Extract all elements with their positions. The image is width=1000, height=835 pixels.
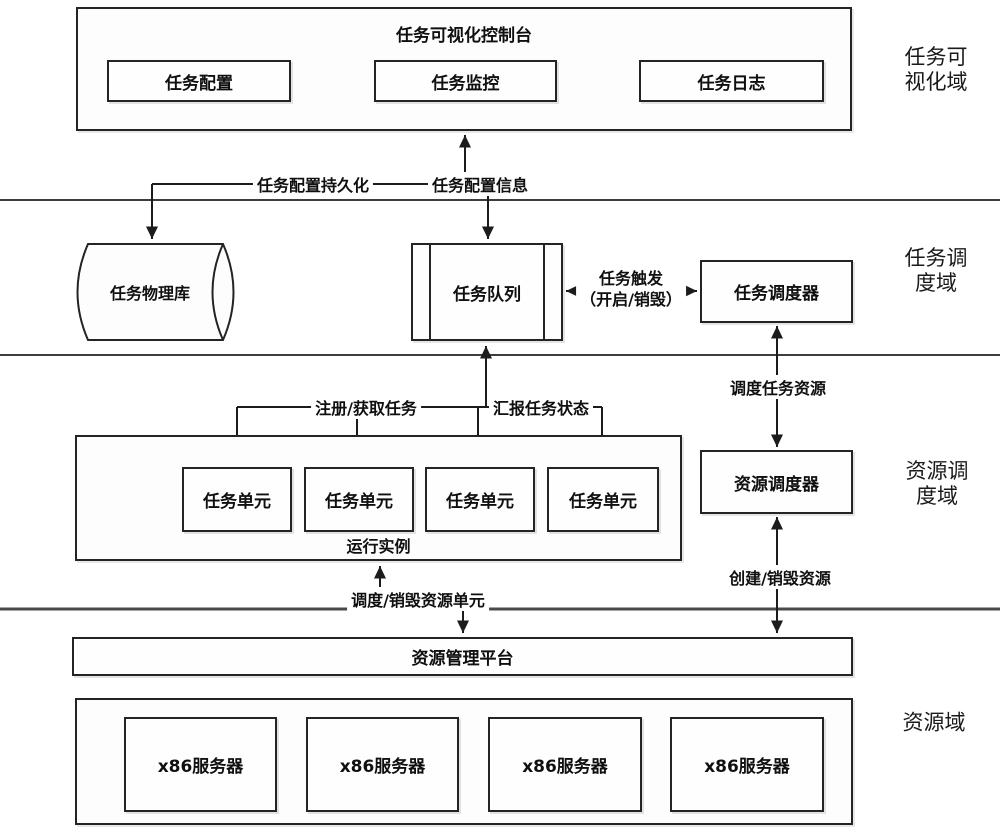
console-title: 任务可视化控制台 <box>396 26 532 46</box>
x86-server-box-1: x86服务器 <box>124 717 277 812</box>
domain-label-resource-scheduling: 资源调 度域 <box>905 459 969 508</box>
queue-inner-line-left <box>429 244 431 340</box>
domain-label-task-visualization: 任务可 视化域 <box>904 45 968 94</box>
task-unit-box-4: 任务单元 <box>547 467 659 532</box>
queue-inner-line-right <box>543 244 545 340</box>
task-unit-box-1: 任务单元 <box>182 467 292 532</box>
run-instance-container: 任务单元 任务单元 任务单元 任务单元 运行实例 <box>75 435 682 561</box>
resource-platform-box: 资源管理平台 <box>72 637 853 676</box>
x86-server-box-4: x86服务器 <box>670 717 824 812</box>
task-queue-box: 任务队列 <box>411 243 563 341</box>
label-dispatch-destroy-resource-unit: 调度/销毁资源单元 <box>347 587 489 611</box>
task-scheduler-box: 任务调度器 <box>700 260 853 323</box>
x86-server-box-3: x86服务器 <box>488 717 642 812</box>
domain-label-task-scheduling: 任务调 度域 <box>904 246 968 295</box>
task-unit-box-3: 任务单元 <box>425 467 535 532</box>
label-register-fetch-task: 注册/获取任务 <box>311 395 421 419</box>
run-instance-label: 运行实例 <box>346 537 411 556</box>
label-create-destroy-resource: 创建/销毁资源 <box>725 565 835 589</box>
label-config-persist: 任务配置持久化 <box>252 172 374 196</box>
module-task-log: 任务日志 <box>639 60 824 102</box>
database-cylinder-icon <box>76 243 235 341</box>
domain-label-resource: 资源域 <box>902 710 966 735</box>
task-physical-store-label: 任务物理库 <box>109 284 191 303</box>
module-task-monitor: 任务监控 <box>374 60 557 102</box>
label-schedule-task-resource: 调度任务资源 <box>725 375 831 399</box>
label-task-trigger: 任务触发 （开启/销毁） <box>576 268 686 310</box>
server-pool-container: x86服务器 x86服务器 x86服务器 x86服务器 <box>75 698 853 825</box>
resource-scheduler-box: 资源调度器 <box>700 450 853 514</box>
console-container: 任务可视化控制台 任务配置 任务监控 任务日志 <box>76 7 852 131</box>
x86-server-box-2: x86服务器 <box>306 717 459 812</box>
label-config-info: 任务配置信息 <box>427 172 533 196</box>
task-unit-box-2: 任务单元 <box>304 467 414 532</box>
label-report-task-status: 汇报任务状态 <box>488 395 594 419</box>
task-queue-label: 任务队列 <box>453 284 521 305</box>
module-task-config: 任务配置 <box>107 60 291 102</box>
